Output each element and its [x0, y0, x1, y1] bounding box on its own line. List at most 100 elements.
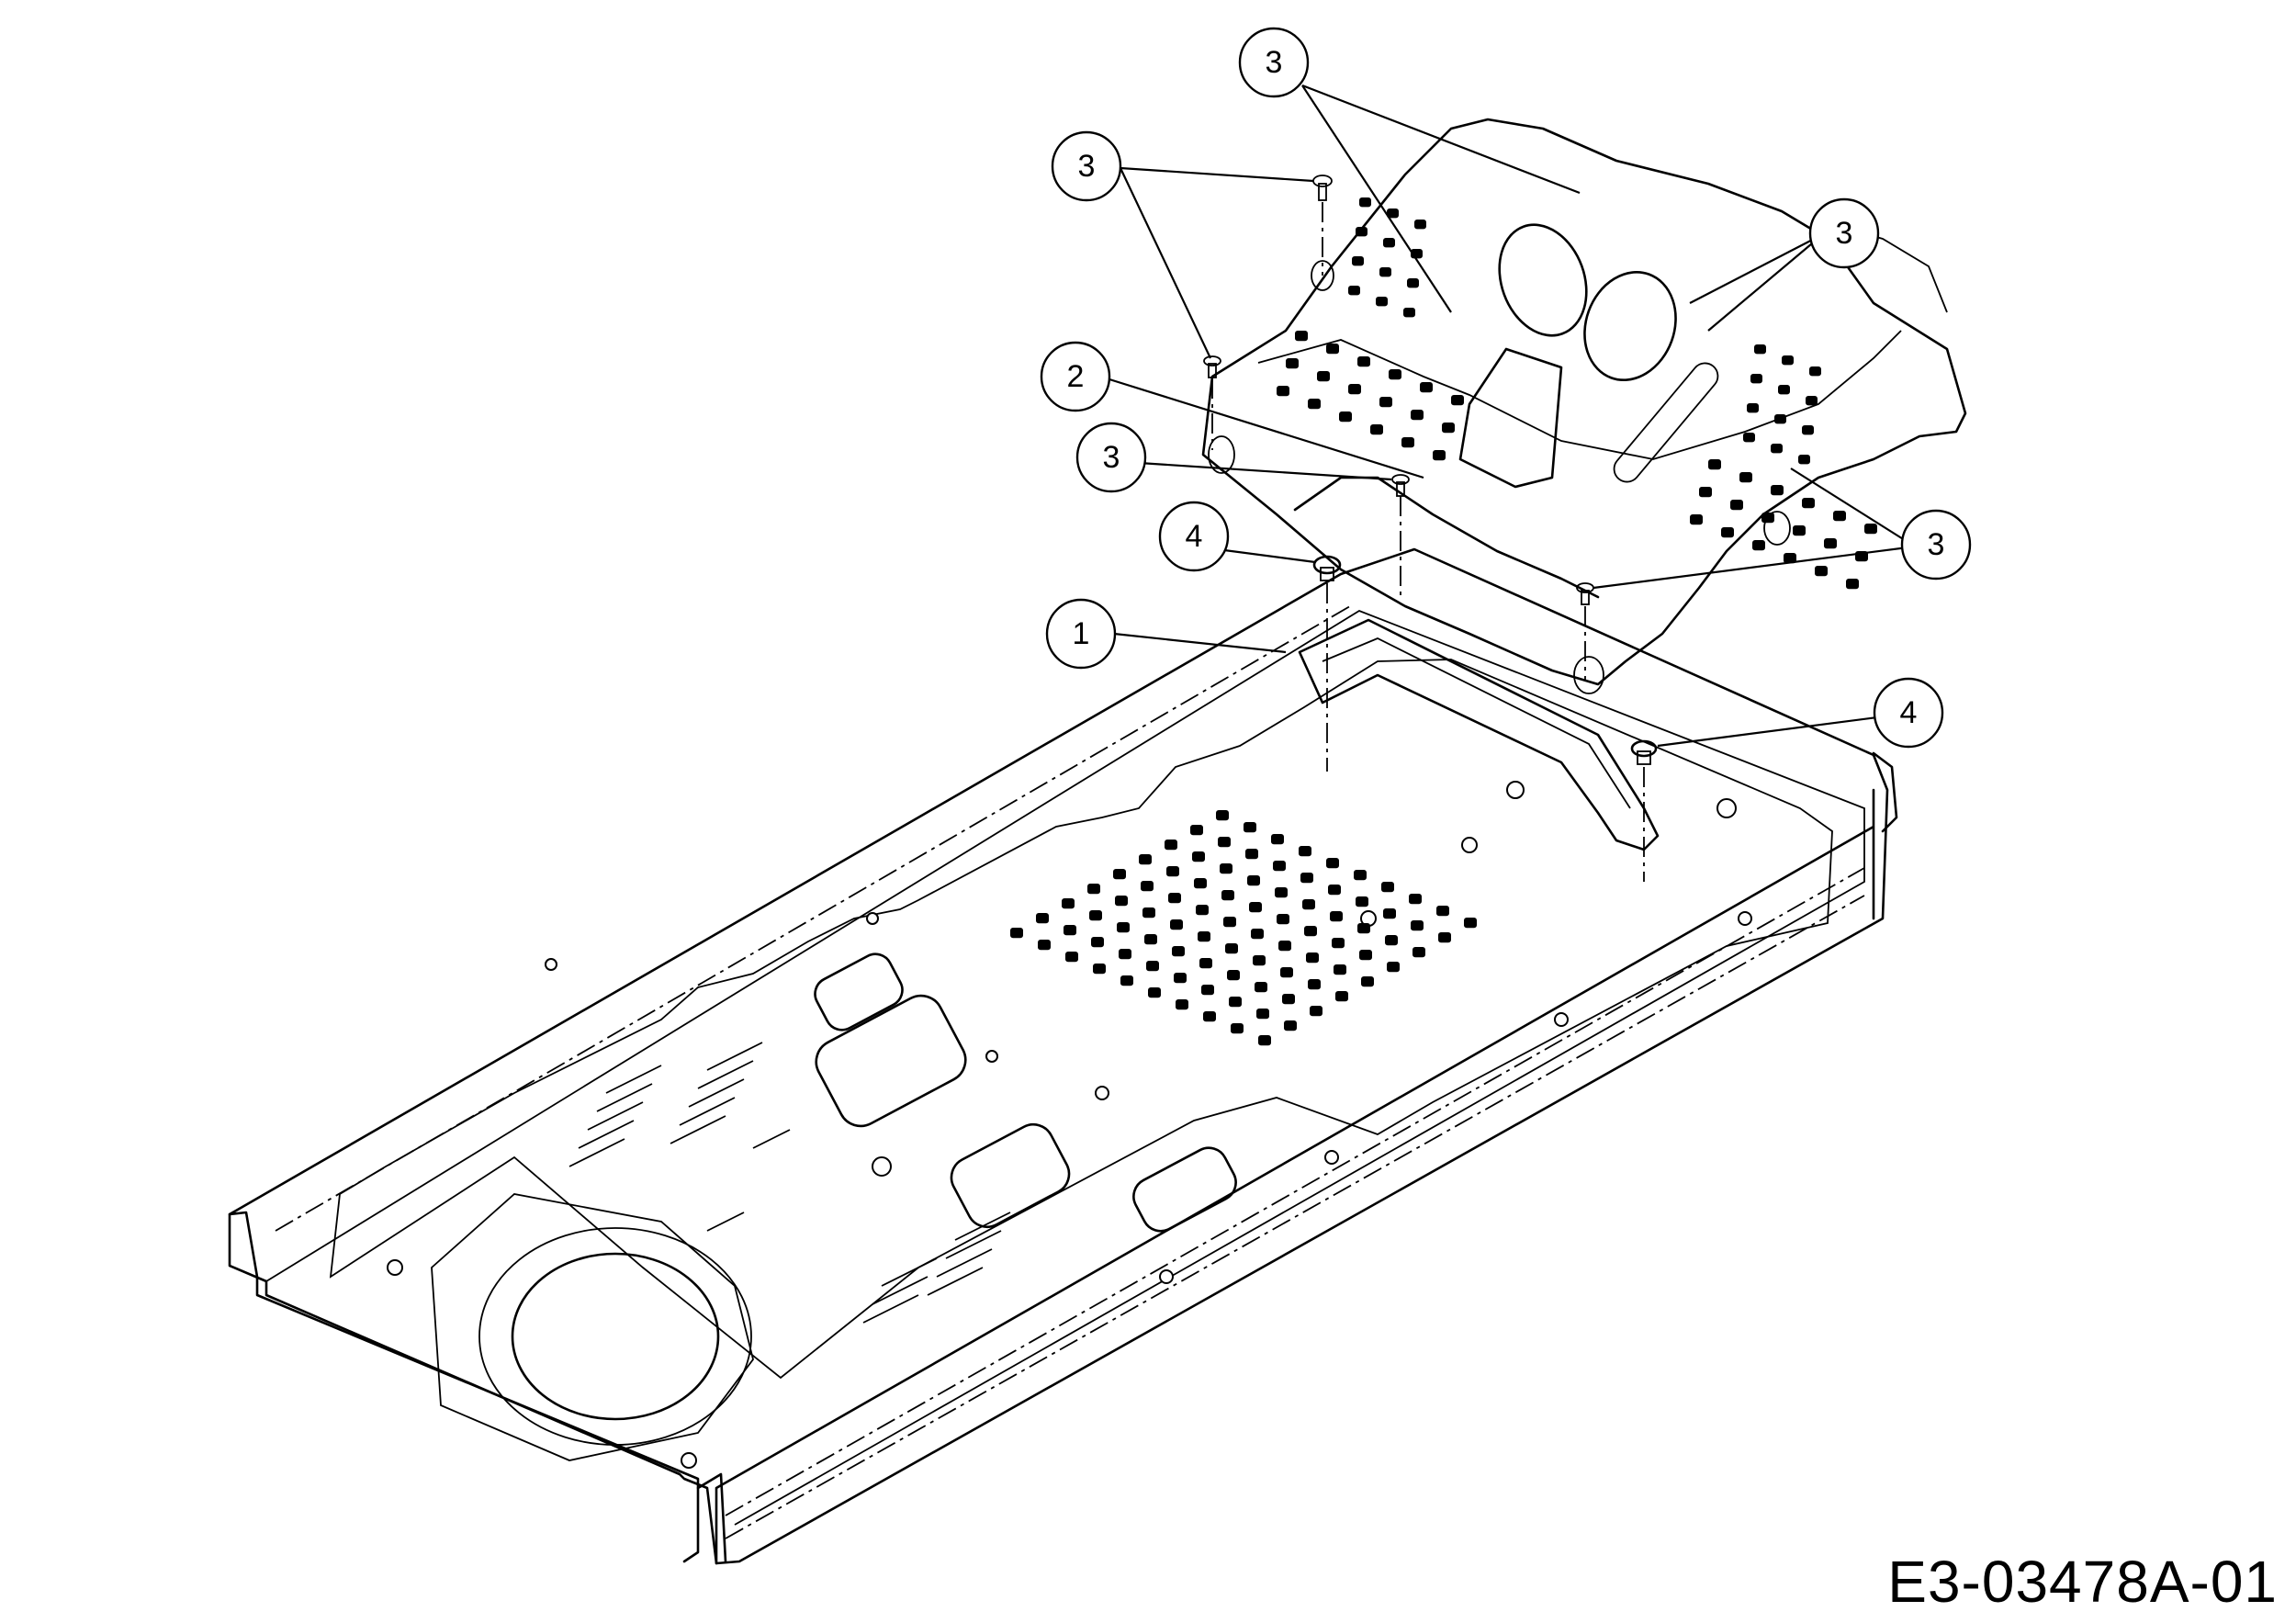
seat-foot-right — [1763, 511, 1791, 546]
grating-hole — [1354, 870, 1367, 881]
callout-3e-label: 3 — [1928, 527, 1945, 562]
frame-right-end — [1872, 751, 1898, 833]
grating-hole — [1299, 846, 1311, 857]
grating-hole — [1356, 896, 1368, 907]
grating-hole — [1771, 485, 1784, 496]
grating-hole — [1409, 894, 1422, 905]
grating-hole — [1784, 553, 1796, 564]
grating-hole — [1176, 999, 1188, 1010]
grating-hole — [1389, 369, 1401, 380]
grating-hole — [1216, 810, 1229, 821]
grating-hole — [1306, 952, 1319, 964]
grating-hole — [1793, 525, 1806, 536]
grating-hole — [1201, 985, 1214, 996]
fasteners — [1203, 175, 1658, 882]
grating-hole — [1203, 1011, 1216, 1022]
grating-hole — [1743, 433, 1755, 443]
grating-hole — [1225, 943, 1238, 954]
grating-hole — [1798, 455, 1810, 465]
grating-hole — [1451, 395, 1464, 406]
seat-pan-outline — [1201, 118, 1967, 686]
grating-hole — [1249, 902, 1262, 913]
grating-hole — [1809, 366, 1821, 377]
grating-hole — [1282, 994, 1295, 1005]
callout-1-label: 1 — [1073, 616, 1090, 651]
grating-hole — [1036, 913, 1049, 924]
grating-hole — [1359, 950, 1372, 961]
grating-hole — [1357, 356, 1370, 367]
grating-hole — [1356, 227, 1367, 237]
grating-hole — [1401, 437, 1414, 448]
grating-hole — [1223, 917, 1236, 928]
grating-hole — [1774, 414, 1786, 424]
grating-hole — [1352, 256, 1364, 266]
grating-hole — [1379, 267, 1391, 277]
grating-hole — [1231, 1023, 1244, 1034]
grating-hole — [1433, 450, 1446, 461]
grating-hole — [1244, 822, 1256, 833]
frame-right-bracket — [696, 1472, 727, 1563]
grating-hole — [1330, 911, 1343, 922]
grating-hole — [1119, 949, 1131, 960]
grating-hole — [1229, 997, 1242, 1008]
grating-hole — [1064, 925, 1076, 936]
grating-hole — [1442, 423, 1455, 434]
deck-opening-ring — [478, 1227, 752, 1446]
grating-hole — [1438, 932, 1451, 943]
grating-hole — [1218, 837, 1231, 848]
bolt-left — [1203, 355, 1221, 378]
seat-pan-front — [1293, 476, 1600, 599]
grating-hole — [1087, 884, 1100, 895]
grating-hole — [1113, 869, 1126, 880]
grating-hole — [1256, 1009, 1269, 1020]
grating-hole — [1142, 907, 1155, 919]
grating-hole — [1359, 197, 1371, 208]
cutout-a — [815, 994, 967, 1128]
grating-hole — [1247, 875, 1260, 886]
grating-hole — [1335, 991, 1348, 1002]
grating-hole — [1357, 923, 1370, 934]
grating-hole — [1141, 881, 1154, 892]
seat-pan-lip — [1257, 330, 1902, 460]
callout-3d-label: 3 — [1103, 440, 1120, 475]
floor-panel-outline — [329, 659, 1833, 1380]
grating-hole — [1420, 382, 1433, 393]
grating-hole — [1383, 238, 1395, 248]
grating-hole — [1170, 919, 1183, 930]
grating-hole — [1286, 358, 1299, 369]
grating-hole — [1699, 487, 1712, 498]
callout-4a-label: 4 — [1186, 519, 1203, 554]
frame-outer-edge — [228, 547, 1889, 1565]
grating-hole — [1308, 399, 1321, 410]
callout-2-label: 2 — [1067, 359, 1085, 394]
grating-hole — [1284, 1020, 1297, 1031]
grating-hole — [1690, 514, 1703, 525]
grating-hole — [1815, 566, 1828, 577]
seat-bracket — [1298, 618, 1660, 851]
frame-front-dash-2 — [725, 895, 1865, 1539]
vent-slots — [568, 1042, 1011, 1324]
grating-hole — [1139, 854, 1152, 865]
grating-hole — [1010, 928, 1023, 939]
grating-hole — [1196, 905, 1209, 916]
seat-bracket-inner — [1322, 637, 1631, 809]
frame-front-dash-1 — [725, 867, 1865, 1516]
grating-hole — [1721, 527, 1734, 538]
grating-hole — [1258, 1035, 1271, 1046]
frame-left-bracket — [228, 1211, 700, 1563]
callout-1: 1 — [1045, 598, 1117, 670]
callout-3c-label: 3 — [1836, 216, 1853, 251]
callout-3b: 3 — [1051, 130, 1122, 202]
grating-hole — [1198, 931, 1210, 942]
grating-hole — [1328, 885, 1341, 896]
grating-hole — [1166, 866, 1179, 877]
grating-hole — [1065, 952, 1078, 963]
grating-hole — [1833, 511, 1846, 522]
seat-center-plate — [1458, 347, 1563, 489]
grating-hole — [1464, 918, 1477, 929]
grating-hole — [1062, 898, 1075, 909]
grating-hole — [1220, 863, 1232, 874]
callout-4b-label: 4 — [1900, 695, 1918, 730]
grating-hole — [1255, 982, 1267, 993]
